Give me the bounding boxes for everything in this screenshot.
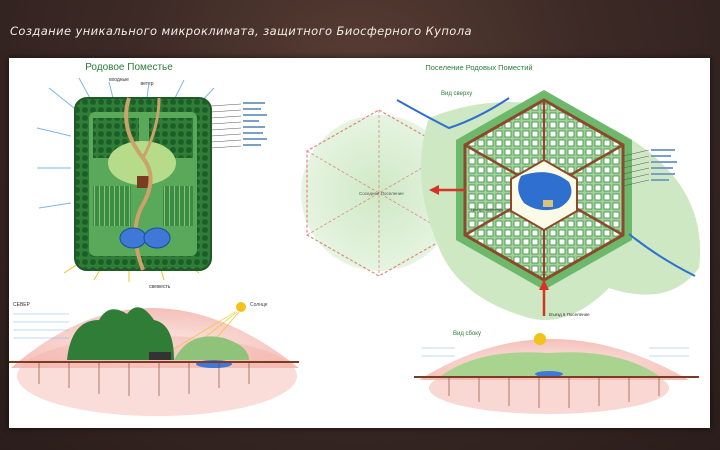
side-view-label: Вид сбоку: [453, 331, 481, 337]
arrow-entrance-head: [539, 280, 549, 290]
estate-legend-text: [243, 102, 267, 146]
pond-right: [143, 227, 171, 249]
settlement-plan: Поселение Родовых Поместий Вид сверху Со…: [301, 63, 701, 320]
north-label: СЕВЕР: [13, 302, 31, 308]
slide-title: Создание уникального микроклимата, защит…: [10, 24, 472, 38]
north-wind-lines: [13, 313, 69, 339]
settlement-root-lines: [448, 377, 660, 408]
pond-left: [119, 227, 147, 249]
cool-label: свежесть: [149, 284, 171, 290]
sun-label: Солнце: [250, 302, 268, 308]
entry-label: входные: [109, 77, 129, 83]
neighbor-label: Соседнее Поселение: [359, 191, 404, 196]
settlement-legend-lines: [622, 149, 650, 187]
wind-arrows: [36, 77, 215, 209]
top-view-label: Вид сверху: [441, 91, 472, 97]
settlement-lake-section: [535, 371, 563, 377]
settlement-wind-lines: [421, 347, 689, 357]
settlement-section: Вид сбоку: [414, 331, 699, 414]
river: [396, 97, 696, 277]
garden-beds: [93, 186, 131, 226]
settlement-title: Поселение Родовых Поместий: [425, 63, 532, 72]
neighbor-spokes: [306, 110, 452, 276]
center-building: [543, 200, 553, 207]
estate-legend-lines: [210, 103, 242, 149]
house: [137, 176, 151, 188]
settlement-legend-text: [651, 149, 677, 181]
wind-label: ветер: [140, 81, 153, 87]
forest-belt: [67, 307, 174, 360]
sun-icon: [236, 302, 246, 312]
arrow-to-neighbor-head: [429, 185, 439, 195]
settlement-sun-icon: [534, 333, 546, 345]
center-label: Центр поселения: [471, 207, 503, 212]
settlement-greenery: [441, 352, 659, 376]
diagram-poster: Родовое Поместье входные ветер свежесть: [9, 58, 710, 428]
estate-title: Родовое Поместье: [85, 62, 173, 73]
estate-section: Солнце СЕВЕР: [9, 302, 299, 416]
estate-plan: Родовое Поместье входные ветер свежесть: [36, 62, 267, 290]
entrance-label: Въезд в Поселение: [549, 312, 590, 317]
central-lake: [518, 172, 572, 211]
house-section: [149, 352, 171, 360]
root-lines: [38, 362, 250, 396]
meadow-zone: [108, 141, 176, 185]
